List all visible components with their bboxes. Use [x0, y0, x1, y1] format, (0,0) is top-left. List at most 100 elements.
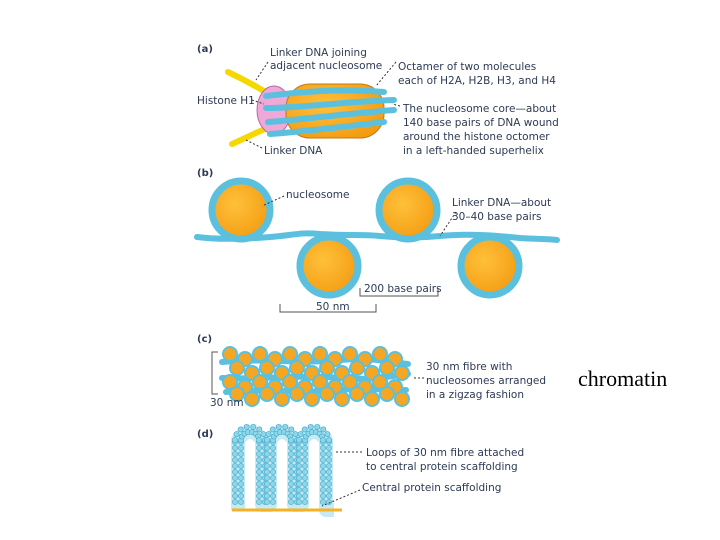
loop-bead	[256, 463, 262, 469]
loop-bead	[302, 445, 308, 451]
loop-bead	[264, 499, 270, 505]
loop-bead	[256, 445, 262, 451]
nucleosome-2	[375, 177, 441, 243]
label-linker-dna: Linker DNA	[264, 145, 323, 157]
fibre-nucleosome	[379, 360, 395, 376]
loop-bead	[270, 463, 276, 469]
loop-bead	[256, 469, 262, 475]
loop-bead	[237, 426, 244, 433]
fibre-nucleosome	[282, 346, 298, 362]
loop-bead	[288, 499, 294, 505]
loop-bead	[288, 445, 294, 451]
loop-bead	[301, 426, 308, 433]
loop-bead	[270, 493, 276, 499]
loop-bead	[275, 423, 282, 430]
loop-bead	[232, 475, 238, 481]
loop-bead	[238, 463, 244, 469]
label-linker-joining-1: Linker DNA joining	[270, 47, 367, 59]
label-linker-b-2: 30–40 base pairs	[452, 211, 541, 223]
loop-bead	[232, 463, 238, 469]
loop-bead	[320, 487, 326, 493]
loop-bead	[264, 457, 270, 463]
loop-bead	[296, 481, 302, 487]
label-core-4: in a left-handed superhelix	[403, 145, 544, 157]
loop-bead	[288, 487, 294, 493]
dna-wrap-strand-3	[265, 107, 397, 125]
label-linker-b-1: Linker DNA—about	[452, 197, 551, 209]
leader-core	[391, 103, 401, 107]
loop-bead	[264, 445, 270, 451]
loop-bead	[270, 487, 276, 493]
loop-bead	[238, 451, 244, 457]
loop-bead	[326, 457, 332, 463]
loop-bead	[302, 493, 308, 499]
loop-bead	[320, 481, 326, 487]
loop-bead	[264, 475, 270, 481]
fibre-nucleosome	[274, 391, 290, 407]
fibre-nucleosome	[289, 360, 305, 376]
loop-bead	[264, 481, 270, 487]
loop-bead	[302, 469, 308, 475]
loop-bead	[296, 475, 302, 481]
loop-bead	[288, 451, 294, 457]
loop-bead	[256, 481, 262, 487]
loop-bead	[256, 475, 262, 481]
label-fibre-2: nucleosomes arranged	[426, 375, 546, 387]
loop-bead	[256, 451, 262, 457]
loop-bead	[296, 463, 302, 469]
scale-bar-50nm	[279, 304, 377, 313]
leader-linker-dna	[245, 139, 263, 149]
loop-bead	[238, 493, 244, 499]
loop-bead	[256, 499, 262, 505]
loop-bead	[250, 423, 257, 430]
fibre-nucleosome	[252, 346, 268, 362]
loop-bead	[270, 457, 276, 463]
loop-bead	[326, 499, 332, 505]
fibre-nucleosome	[259, 360, 275, 376]
fibre-nucleosome	[244, 391, 260, 407]
dna-wrap-strand-4	[267, 119, 387, 137]
fibre-nucleosome	[379, 386, 395, 402]
panel-a-letter: (a)	[197, 44, 213, 55]
loop-bead	[238, 499, 244, 505]
loop-bead	[326, 451, 332, 457]
loop-bead	[256, 493, 262, 499]
loop-bead	[264, 463, 270, 469]
bracket-200bp	[359, 288, 439, 297]
label-histone-h1: Histone H1	[197, 95, 255, 107]
loop-bead	[326, 487, 332, 493]
fibre-nucleosome	[282, 374, 298, 390]
loop-bead	[232, 481, 238, 487]
loop-bead	[302, 487, 308, 493]
loop-bead	[232, 445, 238, 451]
loop-bead	[320, 445, 326, 451]
label-scaffold: Central protein scaffolding	[362, 482, 501, 494]
loop-bead	[260, 431, 267, 438]
loop-bead	[288, 469, 294, 475]
loop-bead	[264, 493, 270, 499]
label-linker-joining-2: adjacent nucleosome	[270, 60, 382, 72]
label-200bp: 200 base pairs	[364, 283, 442, 295]
loop-bead	[243, 423, 250, 430]
loop-bead	[320, 437, 326, 443]
loop-bead	[296, 469, 302, 475]
loop-bead	[296, 437, 302, 443]
fibre-nucleosome	[349, 360, 365, 376]
loop-beads	[232, 423, 332, 505]
leader-linker-b	[439, 211, 457, 237]
loop-bead	[320, 475, 326, 481]
loop-bead	[288, 457, 294, 463]
nucleosome-1	[208, 177, 274, 243]
fibre-nucleosome	[312, 374, 328, 390]
leader-octamer	[375, 61, 397, 87]
loop-bead	[326, 463, 332, 469]
fibre-nucleosome	[372, 346, 388, 362]
loop-bead	[264, 487, 270, 493]
loop-bead	[232, 493, 238, 499]
loop-bead	[296, 451, 302, 457]
loop-bead	[326, 481, 332, 487]
loop-bead	[320, 499, 326, 505]
fibre-nucleosome	[319, 386, 335, 402]
loop-bead	[238, 481, 244, 487]
